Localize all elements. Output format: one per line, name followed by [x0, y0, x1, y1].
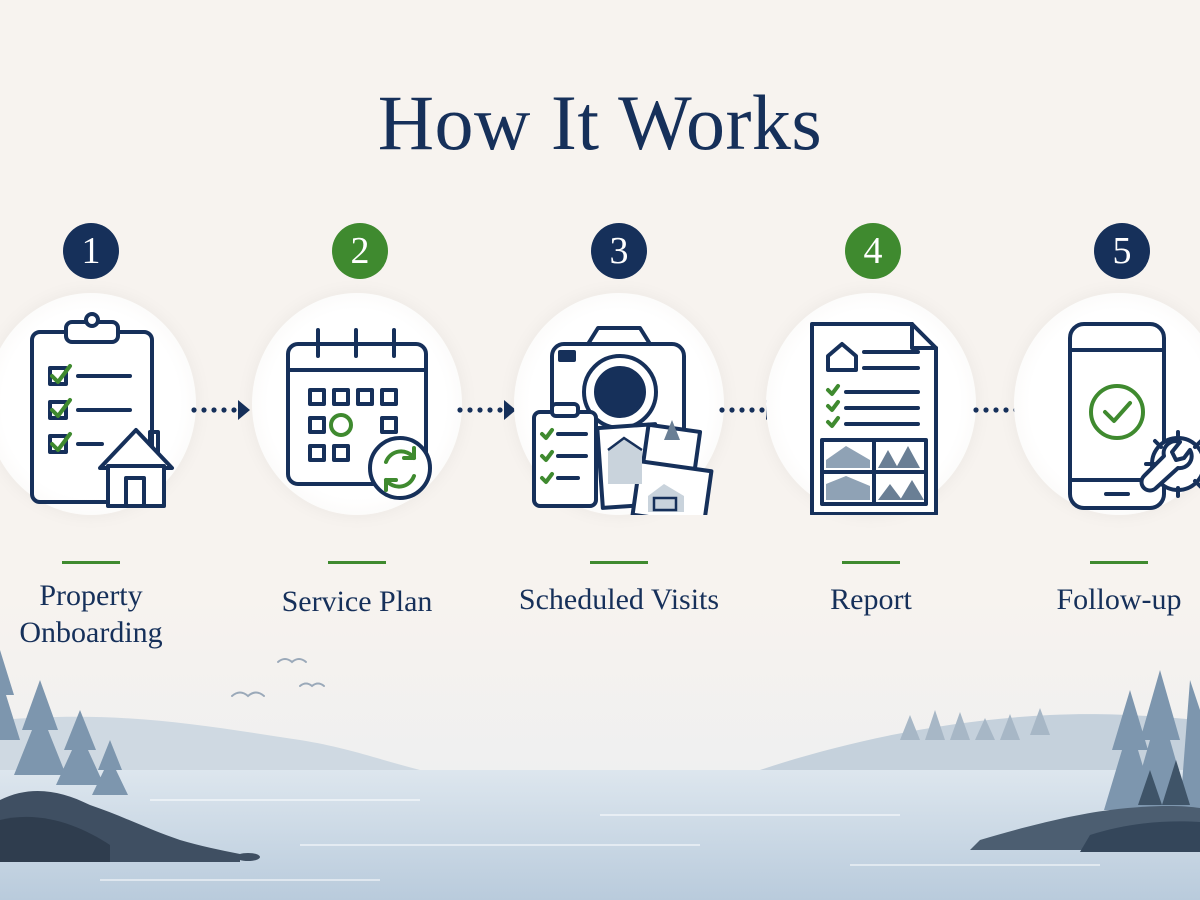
step-5: 5 Follow-up [1014, 0, 1200, 900]
clipboard-house-icon [30, 312, 174, 508]
step-2: 2 Service Plan [252, 0, 462, 900]
camera-photos-icon [532, 326, 714, 515]
dotted-arrow-icon [457, 400, 516, 420]
step-label: Scheduled Visits [518, 583, 720, 616]
dotted-arrow-icon [191, 400, 250, 420]
step-1: 1 Property Onboarding [0, 0, 196, 900]
step-number-badge: 4 [845, 223, 901, 279]
step-divider [1090, 561, 1148, 564]
step-label: Follow-up [1056, 583, 1182, 616]
lake-landscape [0, 600, 1200, 900]
page-title: How It Works [377, 79, 823, 166]
step-divider [328, 561, 386, 564]
phone-check-gear-icon [1068, 322, 1200, 510]
step-number-badge: 5 [1094, 223, 1150, 279]
step-divider [62, 561, 120, 564]
step-number-badge: 2 [332, 223, 388, 279]
step-4: 4 Report [766, 0, 976, 900]
step-number-badge: 3 [591, 223, 647, 279]
step-number-badge: 1 [63, 223, 119, 279]
step-label: Report [830, 583, 912, 616]
step-3: 3 Scheduled Visi [514, 0, 724, 900]
report-document-icon [810, 322, 938, 515]
step-divider [590, 561, 648, 564]
step-divider [842, 561, 900, 564]
step-label: Service Plan [281, 585, 433, 618]
calendar-refresh-icon [286, 328, 432, 500]
step-label: Property Onboarding [19, 579, 163, 649]
